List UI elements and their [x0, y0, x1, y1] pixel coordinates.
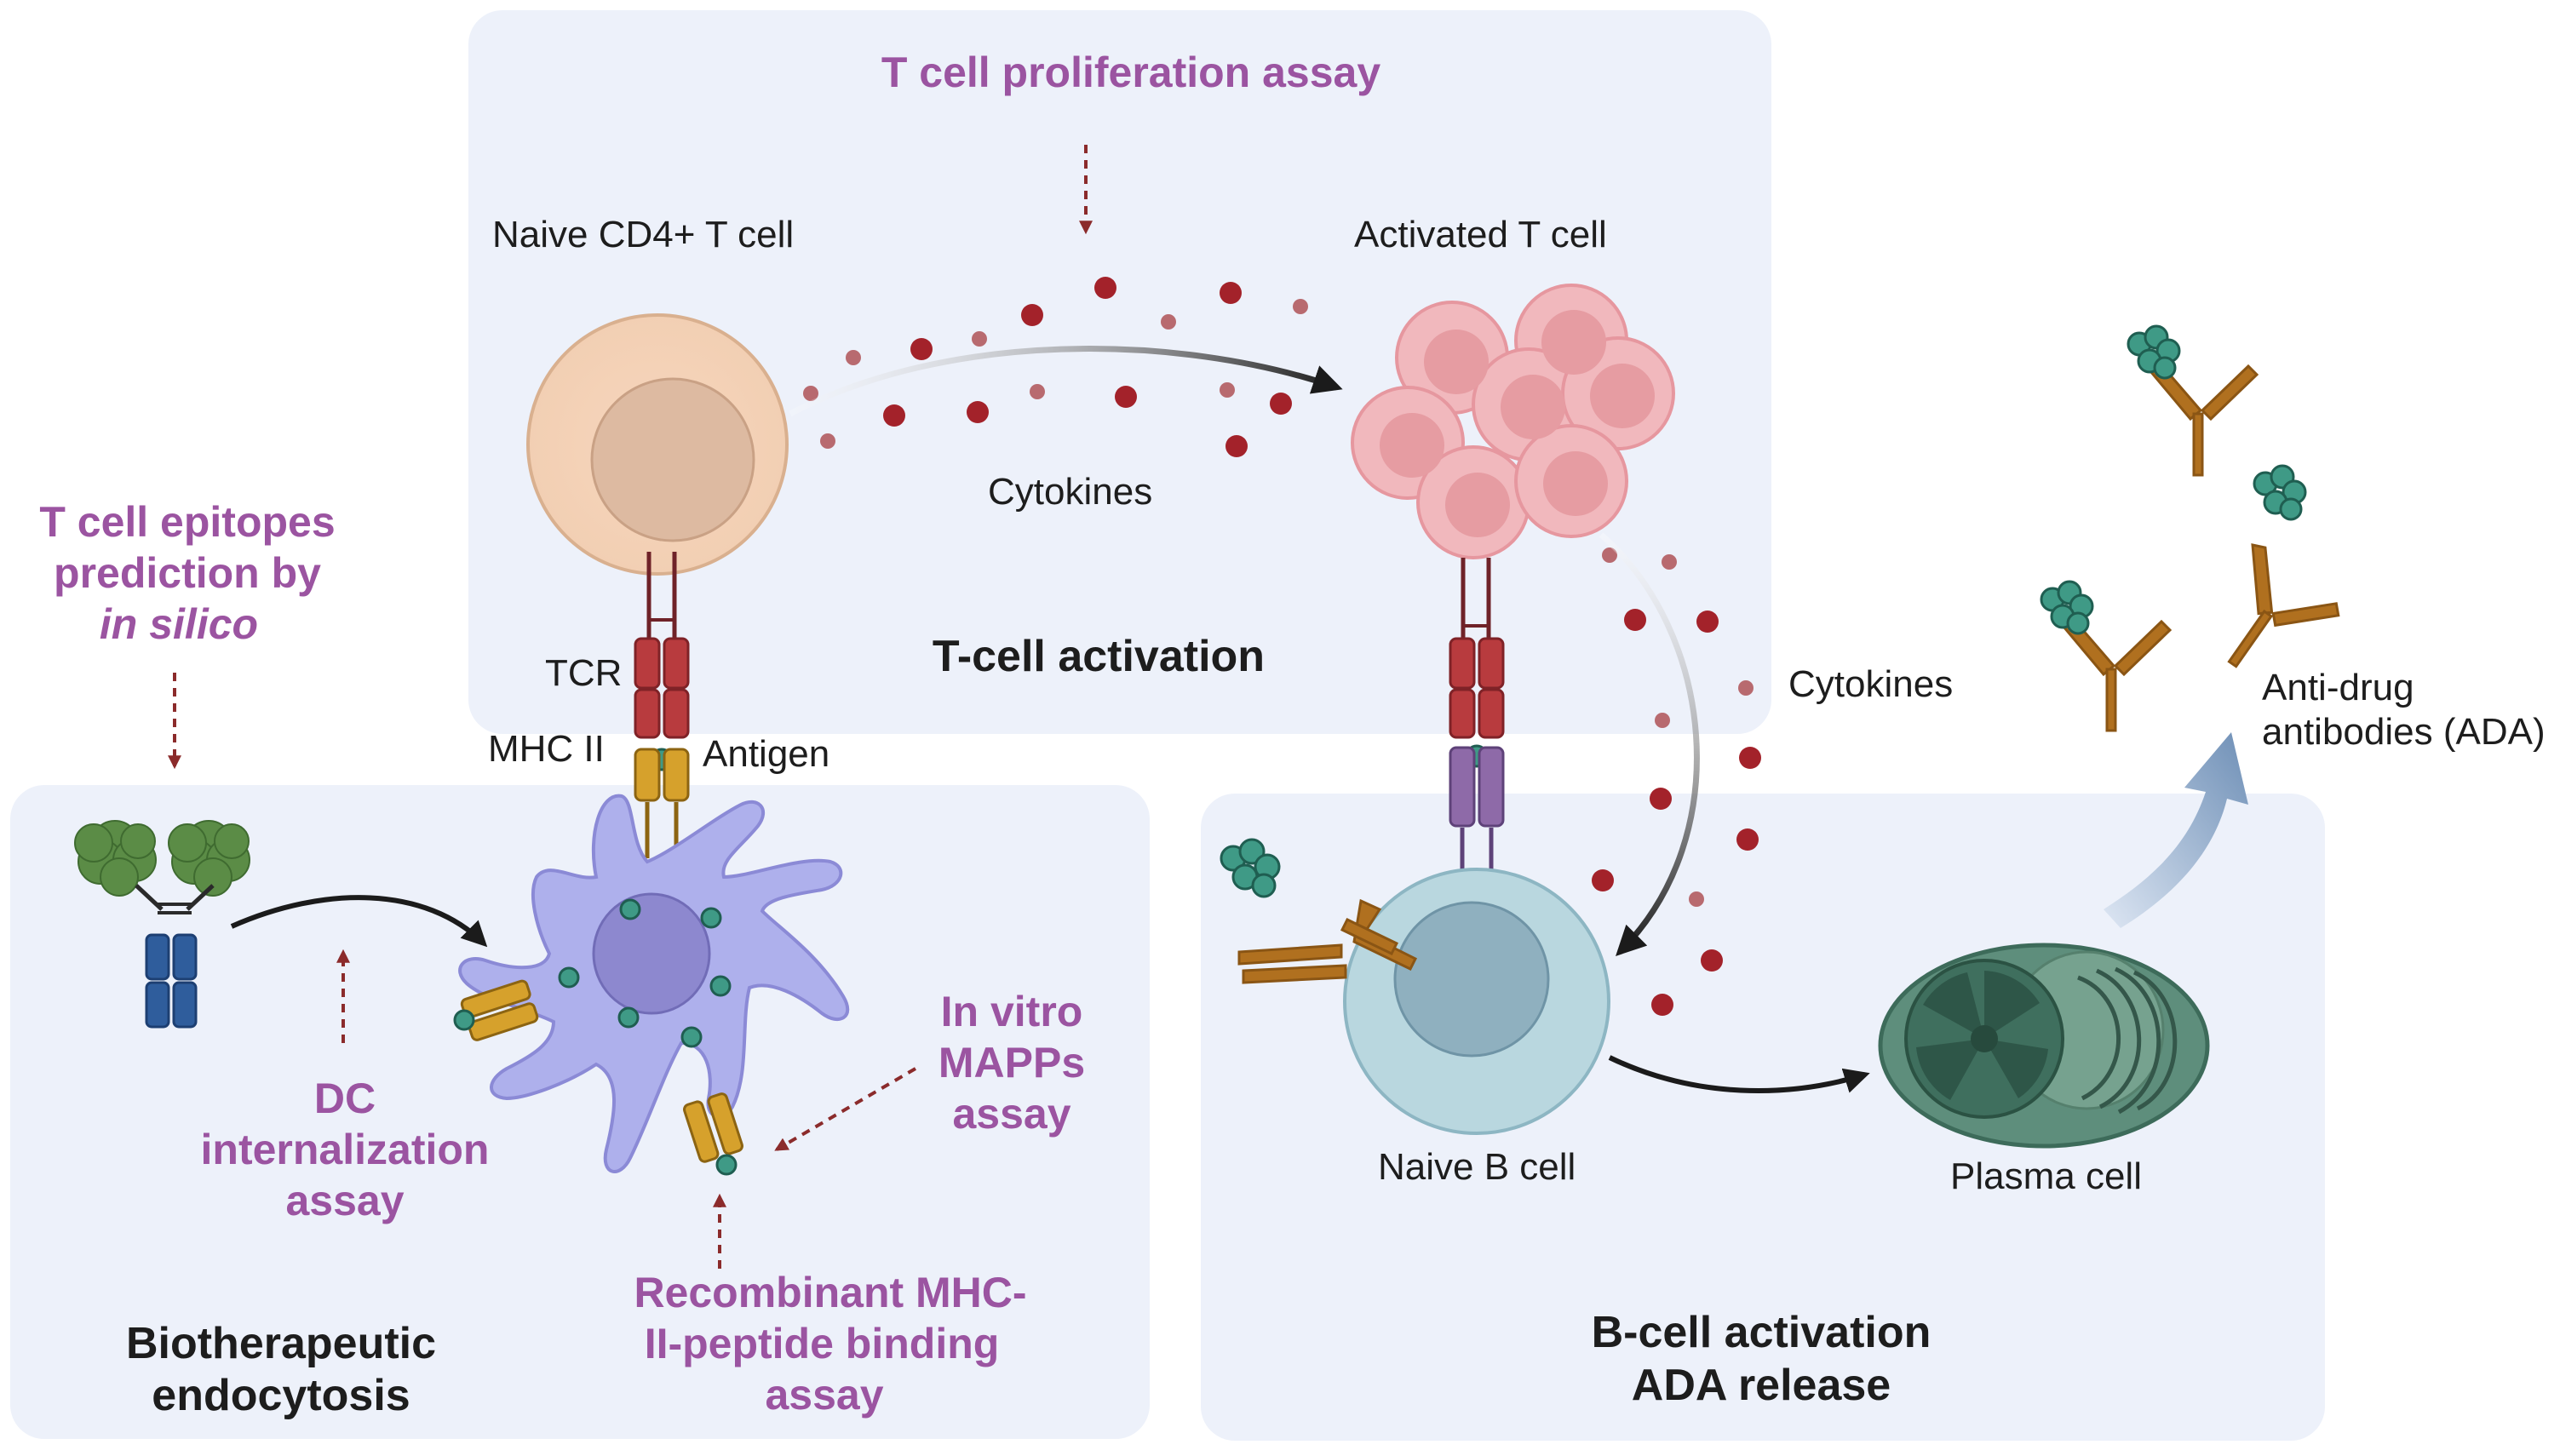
recombinant-assay-line2: II-peptide binding — [645, 1320, 1000, 1367]
t-activation-title: T-cell activation — [933, 632, 1265, 681]
dc-assay-line2: internalization — [201, 1126, 490, 1173]
ada-label-line1: Anti-drug — [2262, 667, 2414, 708]
naive-cd4-t-cell — [526, 313, 789, 576]
endocytosis-title-line2: endocytosis — [152, 1371, 410, 1420]
cytokines-right-label: Cytokines — [1788, 663, 1953, 705]
epitope-assay-line3: in silico — [100, 600, 258, 648]
ada-release-arrow — [2104, 732, 2248, 928]
mapps-assay-line3: assay — [952, 1090, 1070, 1138]
tcr-mhc-complex — [634, 552, 690, 858]
plasma-cell — [1878, 943, 2210, 1149]
activated-t-nuclei — [1380, 310, 1655, 537]
ada-antibody-3 — [2040, 580, 2173, 732]
dendritic-cell — [453, 794, 850, 1176]
dc-assay-line3: assay — [285, 1177, 404, 1224]
b-activation-title-line2: ADA release — [1632, 1361, 1891, 1410]
tcr-label: TCR — [545, 652, 622, 694]
cytokine-arrow — [1599, 532, 1700, 956]
ada-antibody-2 — [2227, 543, 2340, 668]
ada-label-line2: antibodies (ADA) — [2262, 711, 2546, 753]
endocytosis-title-line1: Biotherapeutic — [126, 1319, 436, 1368]
mapps-assay-line2: MAPPs — [938, 1039, 1085, 1086]
b-activation-title-line1: B-cell activation — [1592, 1308, 1931, 1357]
b-cell-antigen — [1220, 838, 1281, 898]
epitope-assay-line1: T cell epitopes — [39, 498, 335, 546]
b-cell-receptor — [1237, 898, 1418, 984]
epitope-assay-line2: prediction by — [54, 549, 321, 597]
cytokine-dots — [803, 277, 1761, 1016]
ada-antigen-2 — [2253, 464, 2307, 521]
plasma-label: Plasma cell — [1950, 1155, 2142, 1197]
endocytosis-arrow — [230, 895, 488, 948]
naive-b-cell — [1343, 868, 1610, 1135]
endocytosis-panel — [10, 785, 1150, 1439]
ada-antibody-1 — [2127, 324, 2259, 477]
recombinant-assay-line3: assay — [765, 1371, 883, 1419]
naive-cd4-label: Naive CD4+ T cell — [492, 214, 794, 255]
t-activation-panel — [468, 10, 1771, 734]
dc-assay-line1: DC — [314, 1075, 376, 1122]
mhc2-label: MHC II — [488, 728, 605, 770]
antigen-label: Antigen — [703, 733, 829, 775]
differentiation-arrow — [1608, 1055, 1870, 1093]
naive-b-label: Naive B cell — [1378, 1146, 1576, 1188]
cytokines-top-label: Cytokines — [988, 471, 1152, 513]
activation-arrow — [789, 346, 1343, 417]
assay-arrows — [168, 145, 1093, 1269]
activated-t-label: Activated T cell — [1354, 214, 1607, 255]
t-proliferation-assay: T cell proliferation assay — [881, 49, 1381, 96]
mapps-assay-line1: In vitro — [941, 988, 1083, 1035]
biotherapeutic-antibody — [74, 820, 250, 1029]
recombinant-assay-line1: Recombinant MHC- — [634, 1269, 1026, 1316]
